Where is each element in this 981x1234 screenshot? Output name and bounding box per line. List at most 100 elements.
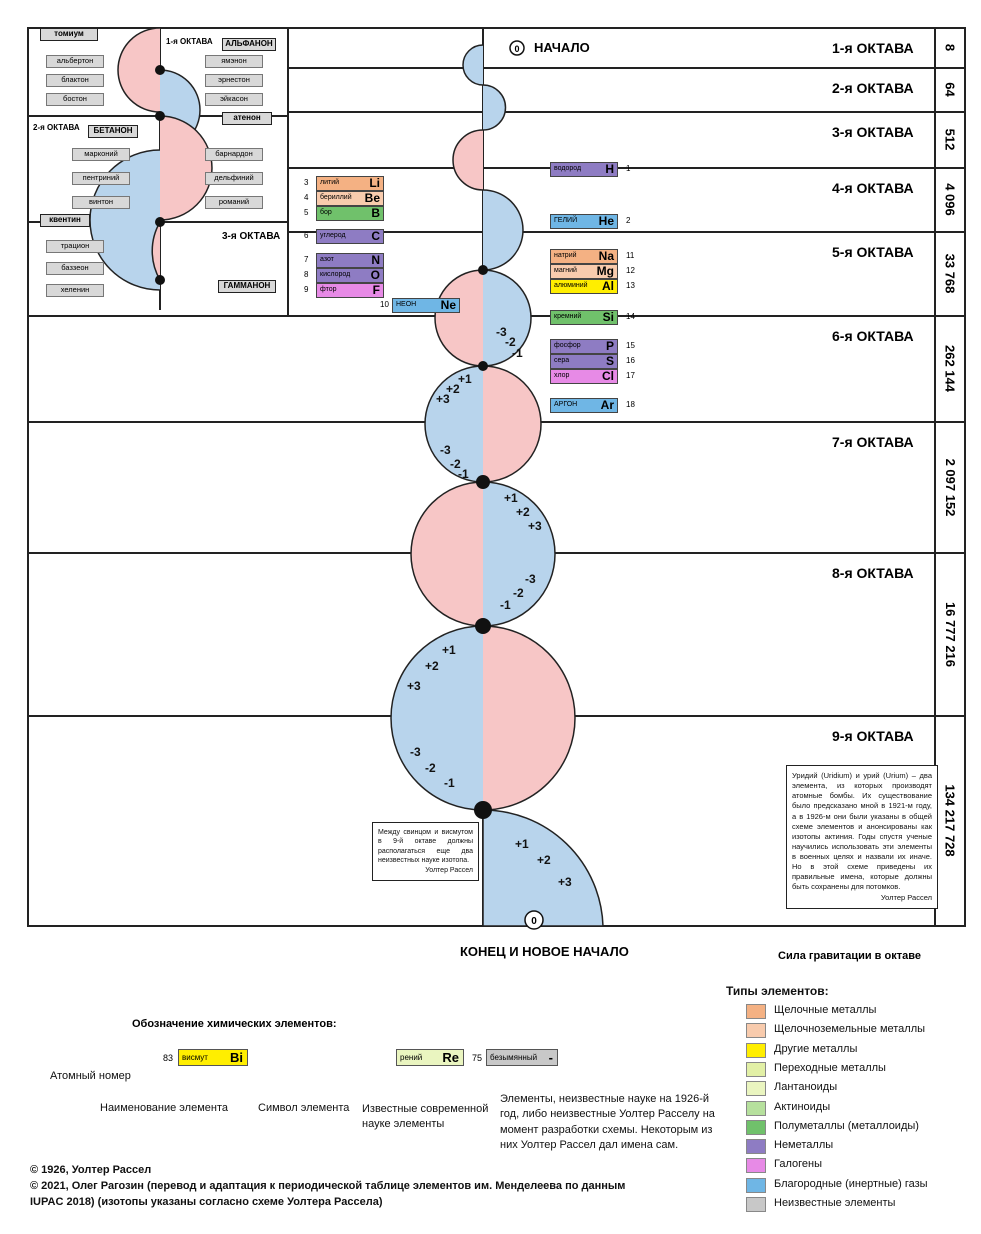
element-number: 6 bbox=[304, 231, 309, 240]
element-symbol: F bbox=[372, 283, 380, 297]
svg-text:-1: -1 bbox=[512, 346, 523, 360]
inset-gray-label: трацион bbox=[46, 240, 104, 253]
legend-swatch bbox=[746, 1139, 766, 1155]
element-name: кислород bbox=[320, 271, 351, 278]
octave-label: 2-я ОКТАВА bbox=[832, 80, 914, 96]
svg-text:-1: -1 bbox=[458, 467, 469, 481]
element-name: литий bbox=[320, 179, 340, 186]
element-number: 3 bbox=[304, 178, 309, 187]
octave-gravity: 16 777 216 bbox=[942, 601, 958, 667]
element-number: 15 bbox=[626, 341, 635, 350]
inset-betanon: БЕТАНОН bbox=[88, 125, 138, 138]
octave-gravity: 512 bbox=[942, 128, 958, 151]
svg-text:0: 0 bbox=[531, 916, 537, 927]
element-symbol: Li bbox=[369, 176, 380, 190]
svg-text:-2: -2 bbox=[513, 586, 524, 600]
element-symbol: Cl bbox=[602, 369, 614, 383]
notation-known: Известные современной науке элементы bbox=[362, 1103, 489, 1131]
inset-gray-label: альбертон bbox=[46, 55, 104, 68]
svg-text:-3: -3 bbox=[496, 325, 507, 339]
lead-note-sign: Уолтер Рассел bbox=[425, 866, 473, 874]
element-symbol: B bbox=[371, 206, 380, 220]
svg-text:-2: -2 bbox=[450, 457, 461, 471]
inset-gray-label: ямэнон bbox=[205, 55, 263, 68]
svg-text:+1: +1 bbox=[458, 372, 472, 386]
element-name: ГЕЛИЙ bbox=[554, 217, 578, 224]
uridium-note-sign: Уолтер Рассел bbox=[880, 892, 932, 902]
element-name: НЕОН bbox=[396, 301, 417, 308]
element-number: 1 bbox=[626, 164, 631, 173]
octave-label: 9-я ОКТАВА bbox=[832, 728, 914, 744]
legend-label: Галогены bbox=[774, 1158, 822, 1171]
uridium-note-text: Уридий (Uridium) и урий (Urium) – два эл… bbox=[792, 771, 932, 892]
gravity-label: Сила гравитации в октаве bbox=[778, 950, 921, 962]
element-number: 18 bbox=[626, 400, 635, 409]
legend-label: Другие металлы bbox=[774, 1042, 858, 1055]
inset-gray-label: хеленин bbox=[46, 284, 104, 297]
copyright-line-2: © 2021, Олег Рагозин (перевод и адаптаци… bbox=[30, 1179, 626, 1192]
element-box: литий Li bbox=[316, 176, 384, 191]
legend-label: Полуметаллы (металлоиды) bbox=[774, 1119, 919, 1132]
legend-swatch bbox=[746, 1100, 766, 1116]
element-symbol: Mg bbox=[596, 264, 614, 278]
notation-atomic-number: Атомный номер bbox=[50, 1070, 131, 1082]
start-label: НАЧАЛО bbox=[534, 40, 590, 55]
svg-text:+2: +2 bbox=[446, 382, 460, 396]
inset-oct1: 1-я ОКТАВА bbox=[166, 37, 213, 46]
element-name: фтор bbox=[320, 286, 337, 293]
element-symbol: Si bbox=[602, 310, 614, 324]
svg-text:+3: +3 bbox=[558, 875, 572, 889]
element-name: хлор bbox=[554, 372, 570, 379]
legend-swatch bbox=[746, 1023, 766, 1039]
svg-text:+1: +1 bbox=[504, 491, 518, 505]
inset-gray-label: бостон bbox=[46, 93, 104, 106]
octave-label: 5-я ОКТАВА bbox=[832, 244, 914, 260]
element-number: 9 bbox=[304, 285, 309, 294]
octave-label: 1-я ОКТАВА bbox=[832, 40, 914, 56]
inset-gray-label: романий bbox=[205, 196, 263, 209]
svg-text:0: 0 bbox=[514, 44, 519, 54]
element-number: 12 bbox=[626, 266, 635, 275]
element-name: бор bbox=[320, 209, 332, 216]
legend-swatch bbox=[746, 1061, 766, 1077]
notation-ex2-box: рений Re bbox=[396, 1049, 464, 1066]
element-symbol: S bbox=[605, 354, 614, 368]
inset-oct2: 2-я ОКТАВА bbox=[33, 123, 80, 132]
octave-label: 8-я ОКТАВА bbox=[832, 565, 914, 581]
legend-label: Лантаноиды bbox=[774, 1081, 838, 1094]
notation-element-name: Наименование элемента bbox=[100, 1102, 229, 1114]
end-label: КОНЕЦ И НОВОЕ НАЧАЛО bbox=[460, 944, 629, 959]
octave-label: 7-я ОКТАВА bbox=[832, 434, 914, 450]
lead-note: Между свинцом и висмутом в 9-й октаве до… bbox=[372, 822, 479, 882]
legend-swatch bbox=[746, 1081, 766, 1097]
notation-ex-box: висмут Bi bbox=[178, 1049, 248, 1066]
inset-gray-label: дельфиний bbox=[205, 172, 263, 185]
inset-gammanon: ГАММАНОН bbox=[218, 280, 276, 293]
inset-gray-label: марконий bbox=[72, 148, 130, 161]
element-number: 14 bbox=[626, 312, 635, 321]
inset-tomium: томиум bbox=[40, 28, 98, 41]
element-number: 16 bbox=[626, 356, 635, 365]
octave-gravity: 262 144 bbox=[942, 345, 958, 392]
element-name: кремний bbox=[554, 313, 582, 320]
notation-ex-n: 83 bbox=[163, 1053, 174, 1063]
inset-atenon: атенон bbox=[222, 112, 272, 125]
svg-text:+3: +3 bbox=[407, 679, 421, 693]
svg-text:-2: -2 bbox=[425, 761, 436, 775]
inset-gray-label: эйкасон bbox=[205, 93, 263, 106]
element-number: 2 bbox=[626, 216, 631, 225]
notation-ex2-name: рений bbox=[400, 1053, 423, 1062]
element-symbol: Ar bbox=[600, 398, 614, 412]
inset-gray-label: пентриний bbox=[72, 172, 130, 185]
element-name: АРГОН bbox=[554, 401, 578, 408]
element-box: бор B bbox=[316, 206, 384, 221]
inset-alfanon: АЛЬФАНОН bbox=[222, 38, 276, 51]
lead-note-text: Между свинцом и висмутом в 9-й октаве до… bbox=[378, 829, 473, 865]
